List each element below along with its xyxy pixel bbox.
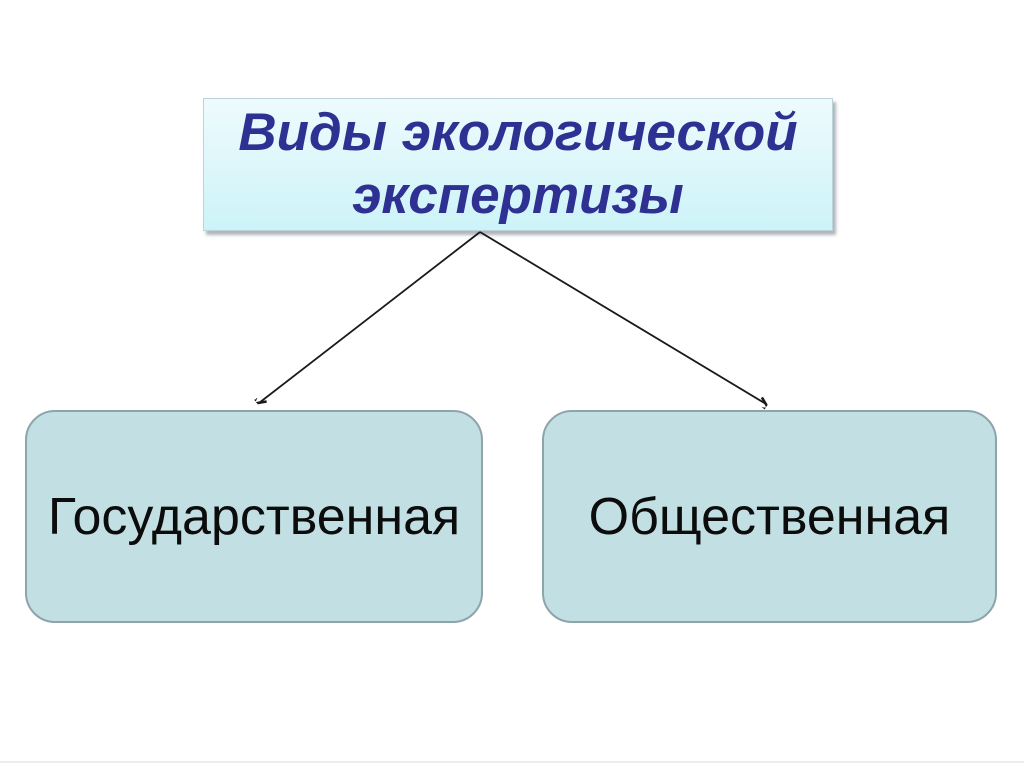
bottom-divider-line xyxy=(0,761,1024,763)
arrow-to-state-node xyxy=(259,231,481,403)
title-box: Виды экологической экспертизы xyxy=(203,98,833,231)
title-text-line-2: экспертизы xyxy=(352,165,684,225)
node-public-label: Общественная xyxy=(588,487,951,546)
arrow-to-public-node xyxy=(479,231,766,404)
node-state-label: Государственная xyxy=(47,487,461,546)
node-state-expertise: Государственная xyxy=(25,410,483,623)
title-text-line-1: Виды экологической xyxy=(238,102,798,162)
node-public-expertise: Общественная xyxy=(542,410,997,623)
